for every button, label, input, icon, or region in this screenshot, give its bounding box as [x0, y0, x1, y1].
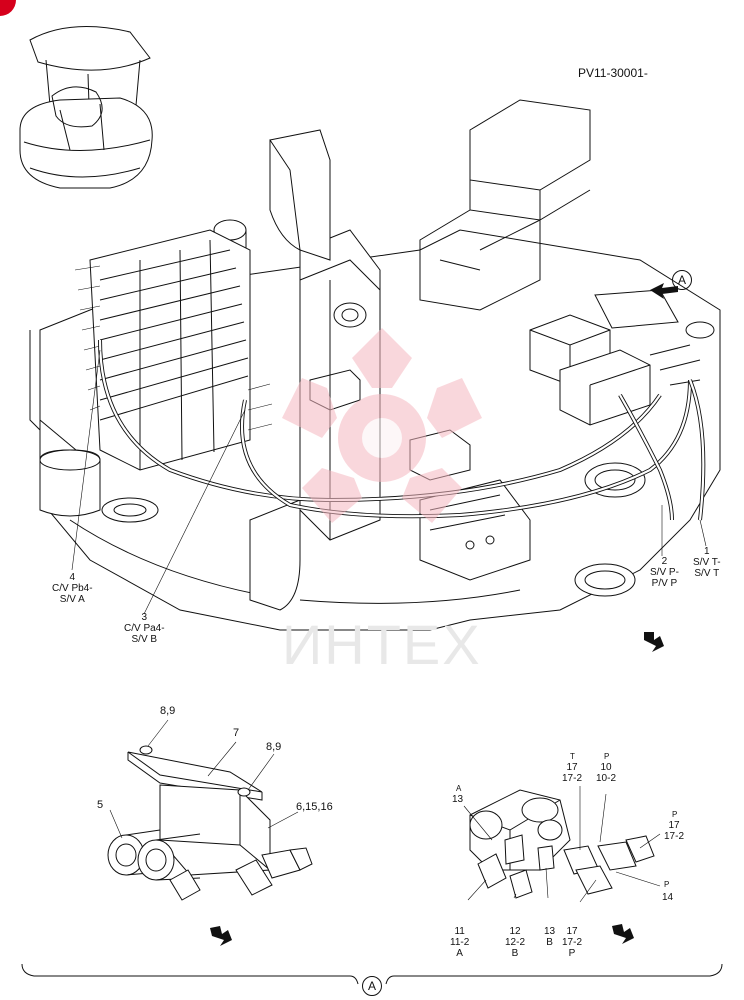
- callout-8-9-top: 8,9: [160, 705, 176, 717]
- corner-mark-icon: [0, 0, 16, 16]
- port-t: T: [570, 752, 575, 761]
- view-marker-bottom: A: [362, 976, 382, 996]
- direction-arrow-right-icon: [612, 924, 634, 944]
- callout-6-15-16: 6,15,16: [296, 801, 333, 813]
- solenoid-valve-detail-left: [107, 719, 313, 901]
- watermark-logo-icon: [282, 328, 482, 523]
- port-p-14: P: [664, 880, 670, 889]
- control-valve-bank: [74, 229, 273, 471]
- machine-inset-icon: [19, 26, 153, 189]
- direction-arrow-icon: [644, 632, 664, 652]
- callout-5: 5: [97, 799, 104, 811]
- valve-fittings-detail-right: [463, 786, 661, 903]
- watermark: ИНТЕХ: [282, 613, 482, 676]
- callout-13-top: 13: [452, 794, 464, 805]
- port-p-top: P: [604, 752, 610, 761]
- direction-arrow-left-icon: [210, 926, 232, 946]
- port-a-top: A: [456, 784, 462, 793]
- view-arrow-icon: [650, 283, 678, 299]
- leader-lines-upper: [71, 349, 707, 615]
- bottom-brace: [21, 963, 723, 985]
- port-p-right: P: [672, 810, 678, 819]
- callout-8-9-right: 8,9: [266, 741, 282, 753]
- callout-14: 14: [662, 892, 674, 903]
- callout-7: 7: [233, 727, 240, 739]
- document-number: PV11-30001-: [578, 66, 648, 80]
- view-marker-upper: A: [672, 270, 692, 290]
